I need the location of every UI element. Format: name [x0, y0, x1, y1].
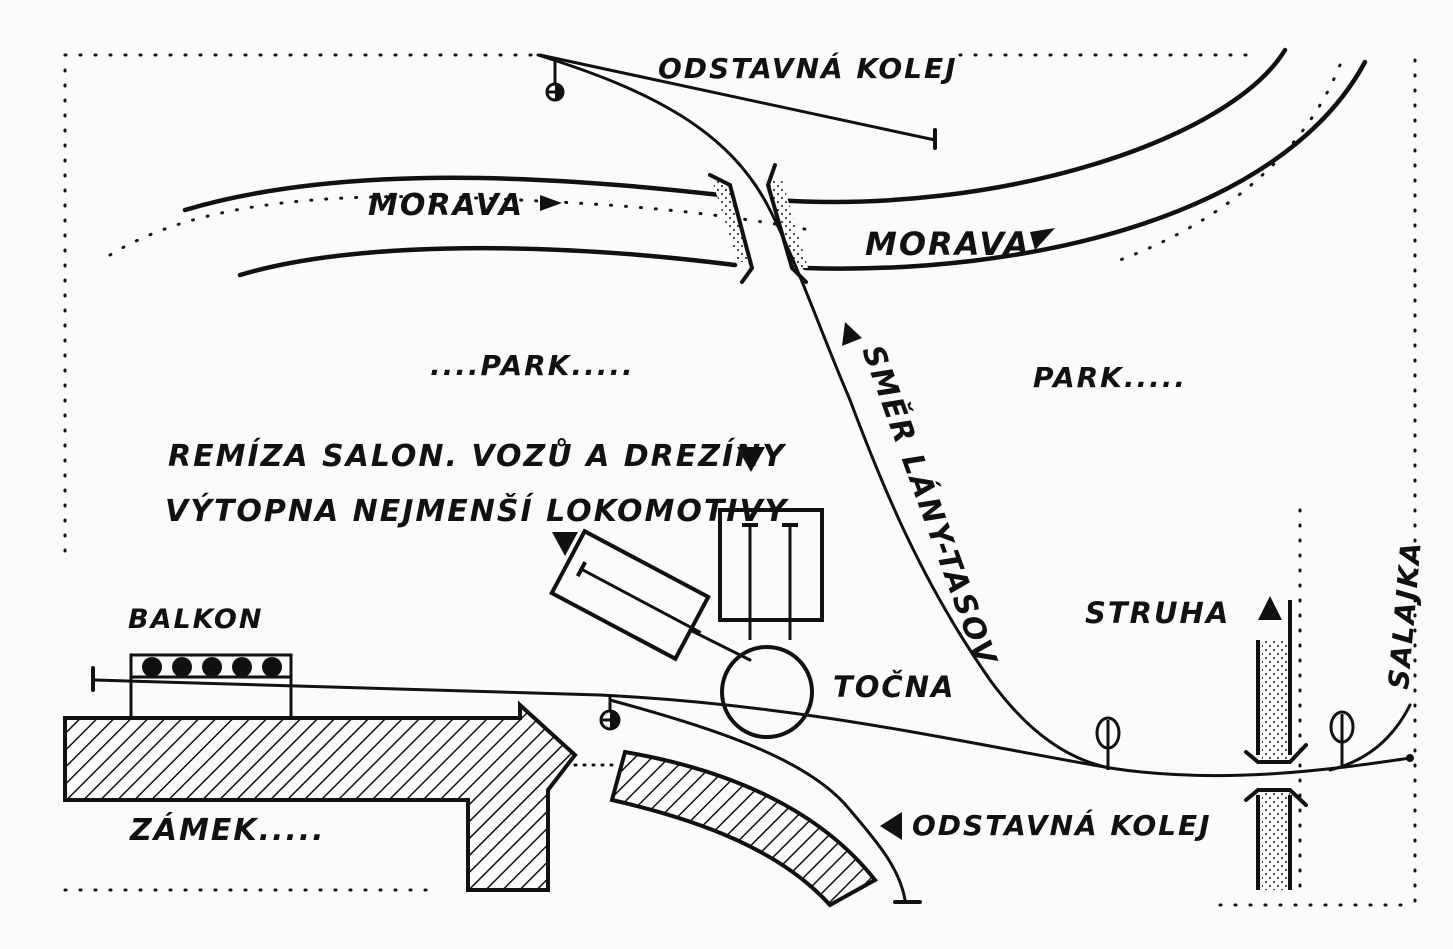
zamek-castle-building	[63, 700, 578, 892]
signal-icon-castle	[599, 695, 621, 731]
label-tocna: TOČNA	[833, 670, 955, 704]
arrow-down-icon-remiza	[737, 447, 765, 472]
arrow-icon-morava-right	[1030, 228, 1055, 250]
struha-brook	[1244, 600, 1308, 890]
track-main-lany-tasov	[848, 398, 1112, 770]
label-balkon: BALKON	[128, 604, 263, 635]
label-zamek: ZÁMEK.....	[129, 812, 326, 848]
label-vytopna: VÝTOPNA NEJMENŠÍ LOKOMOTIVY	[165, 492, 790, 529]
arrow-icon-smer	[842, 322, 862, 346]
label-salajka: SALAJKA	[1382, 539, 1428, 690]
track-siding-top	[536, 53, 937, 402]
label-morava-right: MORAVA	[865, 225, 1031, 263]
vytopna-building	[549, 528, 711, 662]
label-smer-lany-tasov: SMĚR LÁNY-TASOV	[854, 340, 1004, 672]
arrow-down-icon-vytopna	[552, 532, 578, 556]
label-remiza: REMÍZA SALON. VOZŮ A DREZÍNY	[168, 438, 787, 474]
boundary-dotted-lines	[63, 53, 1417, 907]
arrow-right-icon-morava	[540, 195, 562, 211]
label-morava-left: MORAVA	[368, 188, 524, 223]
balkon-balcony	[129, 653, 293, 718]
zamek-wing-building	[609, 749, 879, 908]
track-siding-bottom	[608, 698, 922, 904]
direction-arrows	[540, 195, 1282, 840]
label-struha: STRUHA	[1085, 596, 1230, 630]
label-park-right: PARK.....	[1033, 361, 1187, 394]
remiza-building	[718, 508, 824, 640]
label-park-left: ....PARK.....	[430, 349, 635, 382]
label-odstavna-kolej-top: ODSTAVNÁ KOLEJ	[658, 51, 958, 85]
tocna-turntable	[720, 645, 814, 739]
arrow-up-icon-struha	[1258, 596, 1282, 620]
arrow-left-icon-odstavna	[880, 812, 902, 840]
tree-icon-1	[1095, 716, 1121, 770]
label-odstavna-kolej-bottom: ODSTAVNÁ KOLEJ	[912, 808, 1212, 842]
tree-icon-2	[1329, 710, 1355, 768]
